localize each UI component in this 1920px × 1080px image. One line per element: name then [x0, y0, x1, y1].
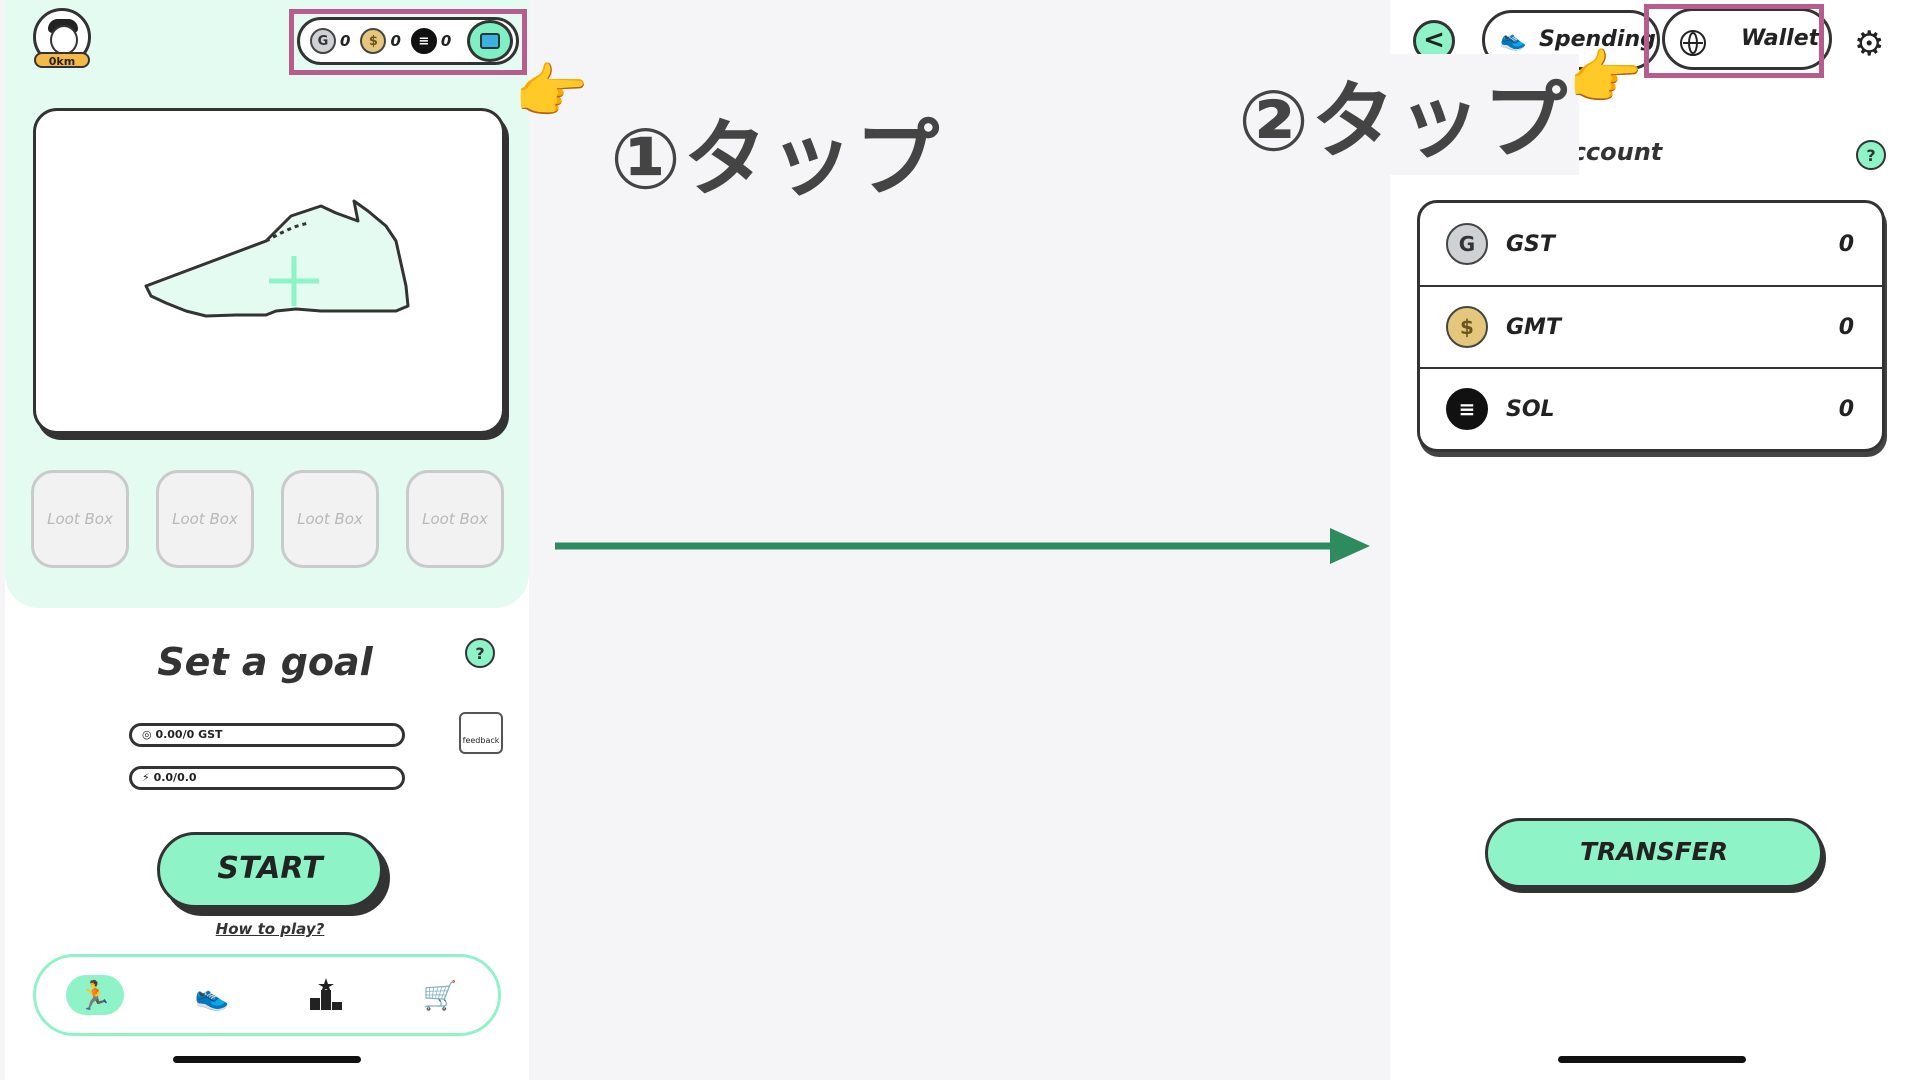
gst-goal-text: 0.00/0 GST — [155, 728, 223, 741]
token-amount: 0 — [1838, 314, 1854, 340]
gmt-coin-icon: $ — [360, 28, 387, 54]
bottom-tab-bar: 🏃 👟 🛒 — [33, 954, 501, 1036]
gst-goal-bar: ◎ 0.00/0 GST — [129, 723, 405, 747]
home-indicator — [173, 1056, 361, 1063]
feedback-mail-icon[interactable]: feedback — [459, 712, 503, 754]
feedback-label: feedback — [462, 736, 500, 745]
loot-box-slot-2[interactable]: Loot Box — [156, 470, 254, 568]
token-balance-list: G GST 0 $ GMT 0 ≡ SOL 0 — [1417, 200, 1885, 452]
pointing-hand-icon-1: 👉 — [514, 57, 589, 127]
gmt-coin-icon: $ — [1446, 306, 1488, 348]
sneaker-icon: 👟 — [1499, 27, 1527, 52]
how-to-play-link[interactable]: How to play? — [215, 920, 325, 938]
energy-goal-bar: ⚡ 0.0/0.0 — [129, 766, 405, 790]
sneaker-icon: 👟 — [194, 978, 230, 1012]
token-amount: 0 — [1838, 231, 1854, 257]
sol-coin-icon: ≡ — [410, 28, 437, 54]
gmt-balance: 0 — [390, 32, 401, 50]
wallet-button[interactable] — [467, 20, 513, 62]
km-badge: 0km — [34, 52, 90, 68]
start-button[interactable]: START — [157, 832, 383, 908]
tab-wallet[interactable]: Wallet — [1662, 8, 1832, 70]
gst-coin-icon: G — [1446, 223, 1488, 265]
transfer-button[interactable]: TRANSFER — [1485, 818, 1823, 888]
energy-goal-text: 0.0/0.0 — [153, 771, 197, 784]
pointing-hand-icon-2: 👉 — [1568, 43, 1643, 113]
set-goal-title: Set a goal — [157, 640, 373, 684]
right-phone-screen: < 👟 Spending Wallet ⚙ Spending Account ?… — [1390, 0, 1920, 1080]
tap-step-1-label: ①タップ — [610, 110, 942, 208]
profile-avatar[interactable] — [33, 8, 91, 66]
loot-box-slot-1[interactable]: Loot Box — [31, 470, 129, 568]
running-icon: 🏃 — [77, 978, 113, 1012]
tab-shop[interactable]: 🛒 — [412, 975, 468, 1015]
tab-spending-label: Spending — [1539, 27, 1656, 52]
token-name: GMT — [1506, 314, 1561, 340]
token-name: SOL — [1506, 396, 1555, 422]
tap-highlight-box-1 — [289, 9, 527, 75]
transition-arrow — [555, 528, 1370, 564]
account-help-icon[interactable]: ? — [1856, 140, 1886, 170]
token-name: GST — [1506, 231, 1555, 257]
token-row-sol[interactable]: ≡ SOL 0 — [1420, 367, 1882, 449]
goal-help-icon[interactable]: ? — [465, 638, 495, 668]
token-row-gmt[interactable]: $ GMT 0 — [1420, 285, 1882, 367]
token-amount: 0 — [1838, 396, 1854, 422]
sneaker-outline-icon — [144, 199, 410, 318]
loot-box-slot-4[interactable]: Loot Box — [406, 470, 504, 568]
tab-run[interactable]: 🏃 — [66, 975, 124, 1015]
sneaker-slot-card[interactable] — [33, 108, 505, 434]
tab-leaderboard[interactable] — [298, 975, 354, 1015]
tab-sneakers[interactable]: 👟 — [184, 975, 240, 1015]
tab-wallet-label: Wallet — [1741, 26, 1820, 51]
left-phone-screen: 0km G 0 $ 0 ≡ 0 Loot Box Loot Box Loot B… — [5, 0, 529, 1080]
token-row-gst[interactable]: G GST 0 — [1420, 203, 1882, 285]
podium-icon — [310, 978, 342, 1010]
sol-balance: 0 — [440, 32, 452, 50]
sol-coin-icon: ≡ — [1446, 388, 1488, 430]
gst-coin-icon: G — [310, 28, 336, 54]
tap-highlight-box-2 — [1644, 4, 1824, 78]
globe-icon — [1680, 30, 1706, 56]
gst-balance: 0 — [340, 32, 351, 50]
gear-icon[interactable]: ⚙ — [1854, 24, 1885, 64]
cart-icon: 🛒 — [422, 978, 458, 1012]
tap-step-2-label: ②タップ — [1238, 54, 1580, 175]
home-indicator — [1558, 1056, 1746, 1063]
loot-box-slot-3[interactable]: Loot Box — [281, 470, 379, 568]
wallet-icon — [480, 33, 500, 49]
